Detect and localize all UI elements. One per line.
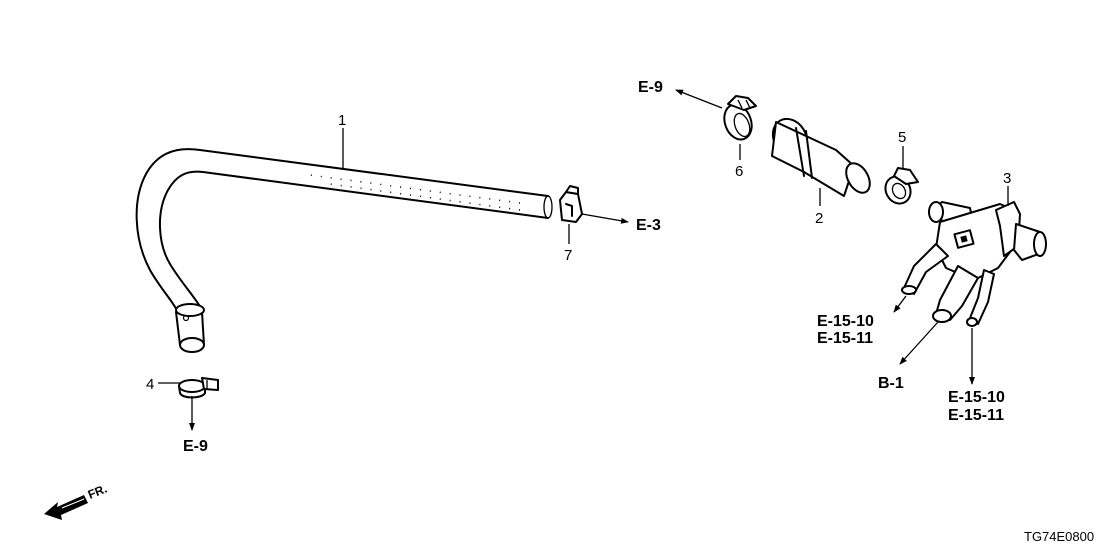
front-direction-arrow — [44, 495, 88, 520]
clamp-part-6 — [723, 95, 757, 141]
part-number-1: 1 — [338, 112, 346, 129]
ref-e15-10-right: E-15-10 — [948, 389, 1005, 406]
arrow-to-e9-top — [675, 89, 723, 109]
ref-e15-10-left: E-15-10 — [817, 313, 874, 330]
part-number-5: 5 — [898, 129, 906, 146]
tube-part-2 — [771, 117, 871, 197]
part-number-3: 3 — [1003, 170, 1011, 187]
part-number-6: 6 — [735, 163, 743, 180]
arrow-to-e3 — [581, 213, 629, 224]
front-label: FR. — [86, 482, 109, 502]
hose-part-1 — [135, 148, 553, 353]
arrow-to-e1510-a — [893, 295, 907, 313]
clamp-part-7 — [559, 185, 583, 223]
ref-e15-11-left: E-15-11 — [817, 330, 873, 347]
ref-e9-top: E-9 — [638, 79, 663, 96]
part-number-4: 4 — [146, 376, 154, 393]
ref-e9-bottom: E-9 — [183, 438, 208, 455]
joint-part-3 — [901, 201, 1047, 327]
part-number-2: 2 — [815, 210, 823, 227]
arrow-to-b1 — [899, 321, 939, 365]
ref-e3: E-3 — [636, 217, 661, 234]
part-number-7: 7 — [564, 247, 572, 264]
clamp-part-5 — [884, 167, 919, 205]
ref-b1: B-1 — [878, 375, 904, 392]
ref-e15-11-right: E-15-11 — [948, 407, 1004, 424]
diagram-code: TG74E0800 — [1024, 529, 1094, 544]
clamp-part-4 — [178, 377, 219, 399]
